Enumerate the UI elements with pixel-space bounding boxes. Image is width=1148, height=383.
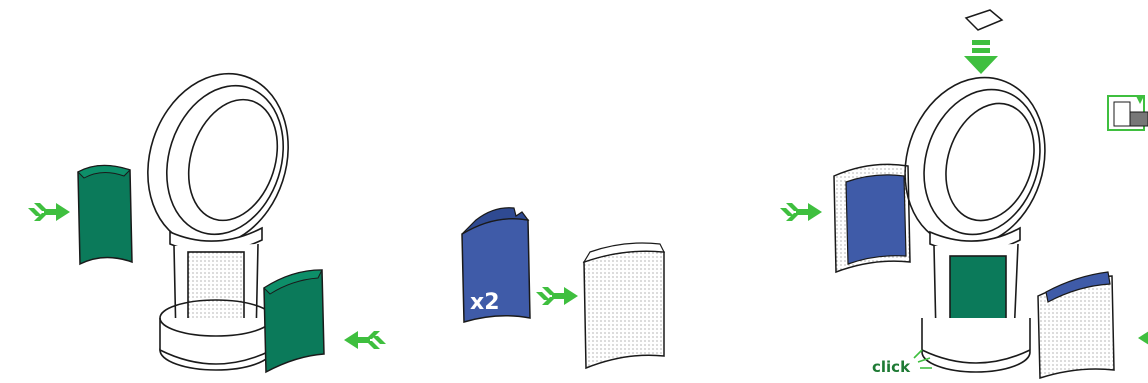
filter-count-badge: x2: [470, 290, 500, 315]
arrow-right-icon: [28, 203, 70, 221]
panel-refit-filters: click: [780, 10, 1148, 378]
top-cap: [966, 10, 1002, 30]
blue-filter-right: [1038, 272, 1114, 378]
blue-carbon-filter: x2: [462, 208, 530, 322]
hepa-filter-sleeve: [584, 243, 664, 368]
arrow-left-icon: [344, 331, 386, 349]
fan-base: [922, 228, 1030, 372]
arrow-right-icon: [780, 203, 822, 221]
panel-remove-filters: [28, 55, 386, 372]
fan-loop: [126, 55, 310, 264]
fan-base: [160, 228, 272, 370]
inner-filter-left: [78, 165, 132, 264]
click-label: click: [872, 358, 911, 376]
arrow-down-icon: [964, 40, 998, 74]
panel-filter-assembly: x2: [462, 208, 664, 368]
wall-plug-icon: [1108, 96, 1148, 130]
arrow-right-icon: [536, 287, 578, 305]
fan-loop: [884, 59, 1066, 265]
arrow-left-icon: [1138, 329, 1148, 347]
inner-filter-right: [264, 270, 324, 372]
blue-filter-left: [834, 164, 910, 272]
